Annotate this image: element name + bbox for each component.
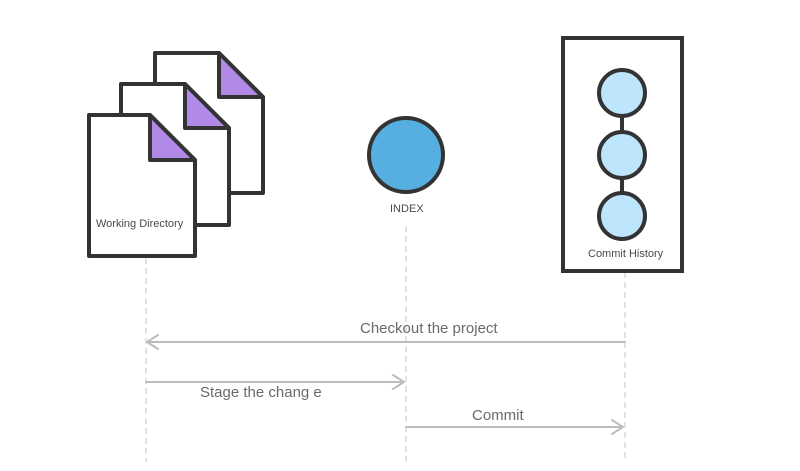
- working-directory-label: Working Directory: [96, 218, 184, 230]
- flow-arrows: [145, 334, 626, 435]
- index-label: INDEX: [390, 203, 424, 215]
- commit-node-3-icon: [597, 191, 647, 241]
- lifelines: [145, 226, 626, 462]
- document-front-icon: [87, 113, 197, 258]
- working-directory-documents-icon: [87, 51, 265, 258]
- stage-arrow: [145, 374, 405, 390]
- commit-node-2-icon: [597, 130, 647, 180]
- commit-node-1-icon: [597, 68, 647, 118]
- commit-history-label: Commit History: [588, 248, 664, 260]
- stage-arrow-label: Stage the chang e: [200, 384, 322, 401]
- commit-history-box: [561, 36, 684, 273]
- commit-arrow-label: Commit: [472, 407, 524, 424]
- index-circle-icon: [367, 116, 445, 194]
- checkout-arrow: [146, 334, 626, 350]
- checkout-arrow-label: Checkout the project: [360, 320, 498, 337]
- commit-arrow: [405, 419, 624, 435]
